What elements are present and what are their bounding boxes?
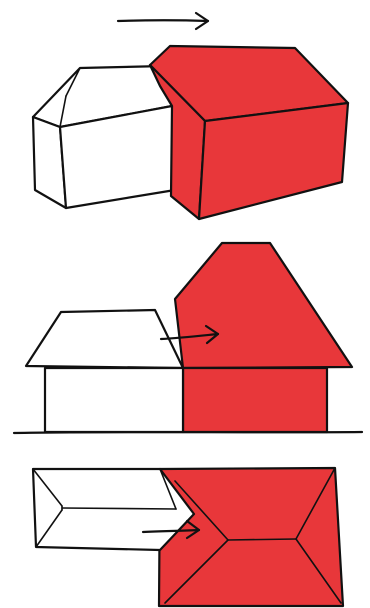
red-extension-elevation [175,243,352,432]
existing-house-plan [33,469,194,550]
perspective-view [33,13,348,219]
existing-house-perspective [33,66,175,208]
plan-view [33,468,343,606]
elevation-view [14,243,362,433]
existing-house-elevation [26,310,183,432]
ground-line [14,432,362,433]
red-extension-perspective [150,46,348,219]
right-arrow-icon [118,13,208,29]
